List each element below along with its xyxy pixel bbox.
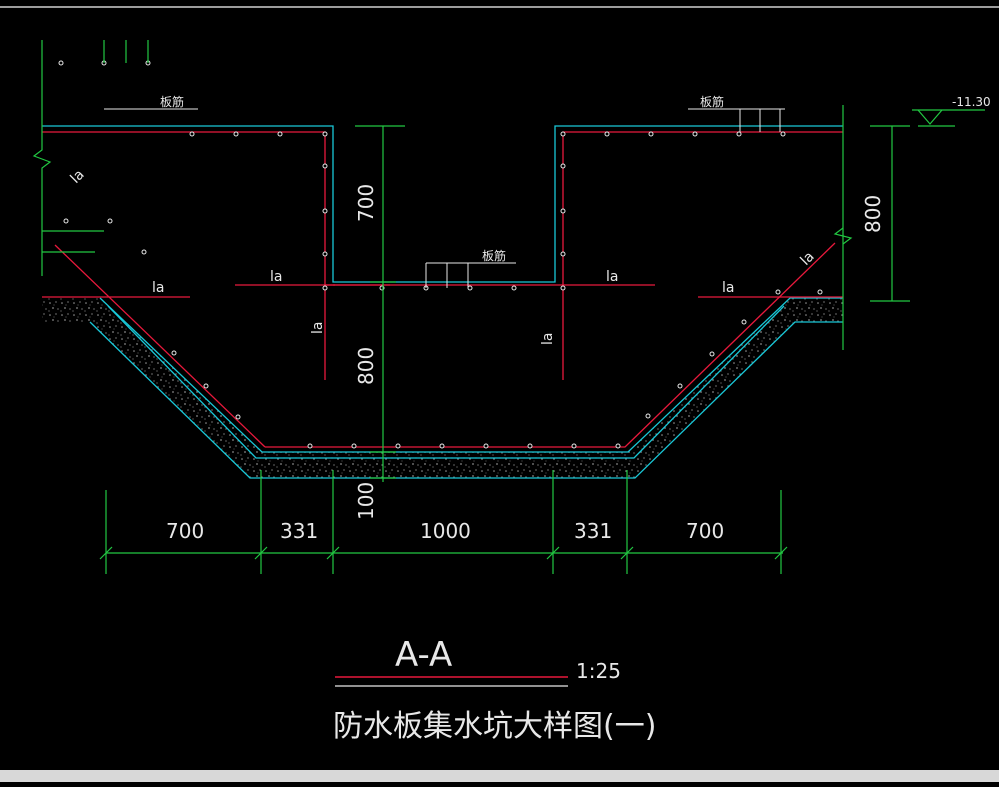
- dim-vertical-800-slab: 800: [861, 195, 885, 233]
- slab-rebar-label-center: 板筋: [482, 248, 506, 263]
- la-label-vertical-right: la: [540, 333, 556, 345]
- leader-lines: [104, 108, 785, 288]
- la-label-4: la: [722, 280, 734, 296]
- slab-rebar-label-right: 板筋: [700, 94, 724, 109]
- dim-vertical-800-pit: 800: [354, 347, 378, 385]
- dim-vertical-100: 100: [354, 482, 378, 520]
- dim-horizontal-1: 700: [166, 519, 204, 543]
- drawing-caption: 防水板集水坑大样图(一): [333, 709, 656, 744]
- section-mark: A-A: [395, 635, 452, 675]
- bottom-status-bar: [0, 770, 999, 782]
- concrete-cushion: [42, 298, 843, 478]
- dimension-lines: [32, 40, 985, 574]
- waterproof-layer: [42, 125, 843, 479]
- dim-horizontal-3: 1000: [420, 519, 471, 543]
- dim-horizontal-2: 331: [280, 519, 318, 543]
- rebar-dots: [58, 60, 823, 449]
- la-label-diagonal-right: la: [798, 249, 818, 269]
- la-label-1: la: [152, 280, 164, 296]
- slab-rebar-label-left: 板筋: [160, 94, 184, 109]
- elevation-label: -11.30: [952, 95, 991, 109]
- drawing-scale: 1:25: [576, 659, 621, 683]
- dim-horizontal-5: 700: [686, 519, 724, 543]
- la-label-2: la: [270, 269, 282, 285]
- la-label-diagonal-left: la: [68, 167, 88, 187]
- la-label-3: la: [606, 269, 618, 285]
- dim-vertical-700: 700: [354, 184, 378, 222]
- dim-horizontal-4: 331: [574, 519, 612, 543]
- la-label-vertical-left: la: [310, 322, 326, 334]
